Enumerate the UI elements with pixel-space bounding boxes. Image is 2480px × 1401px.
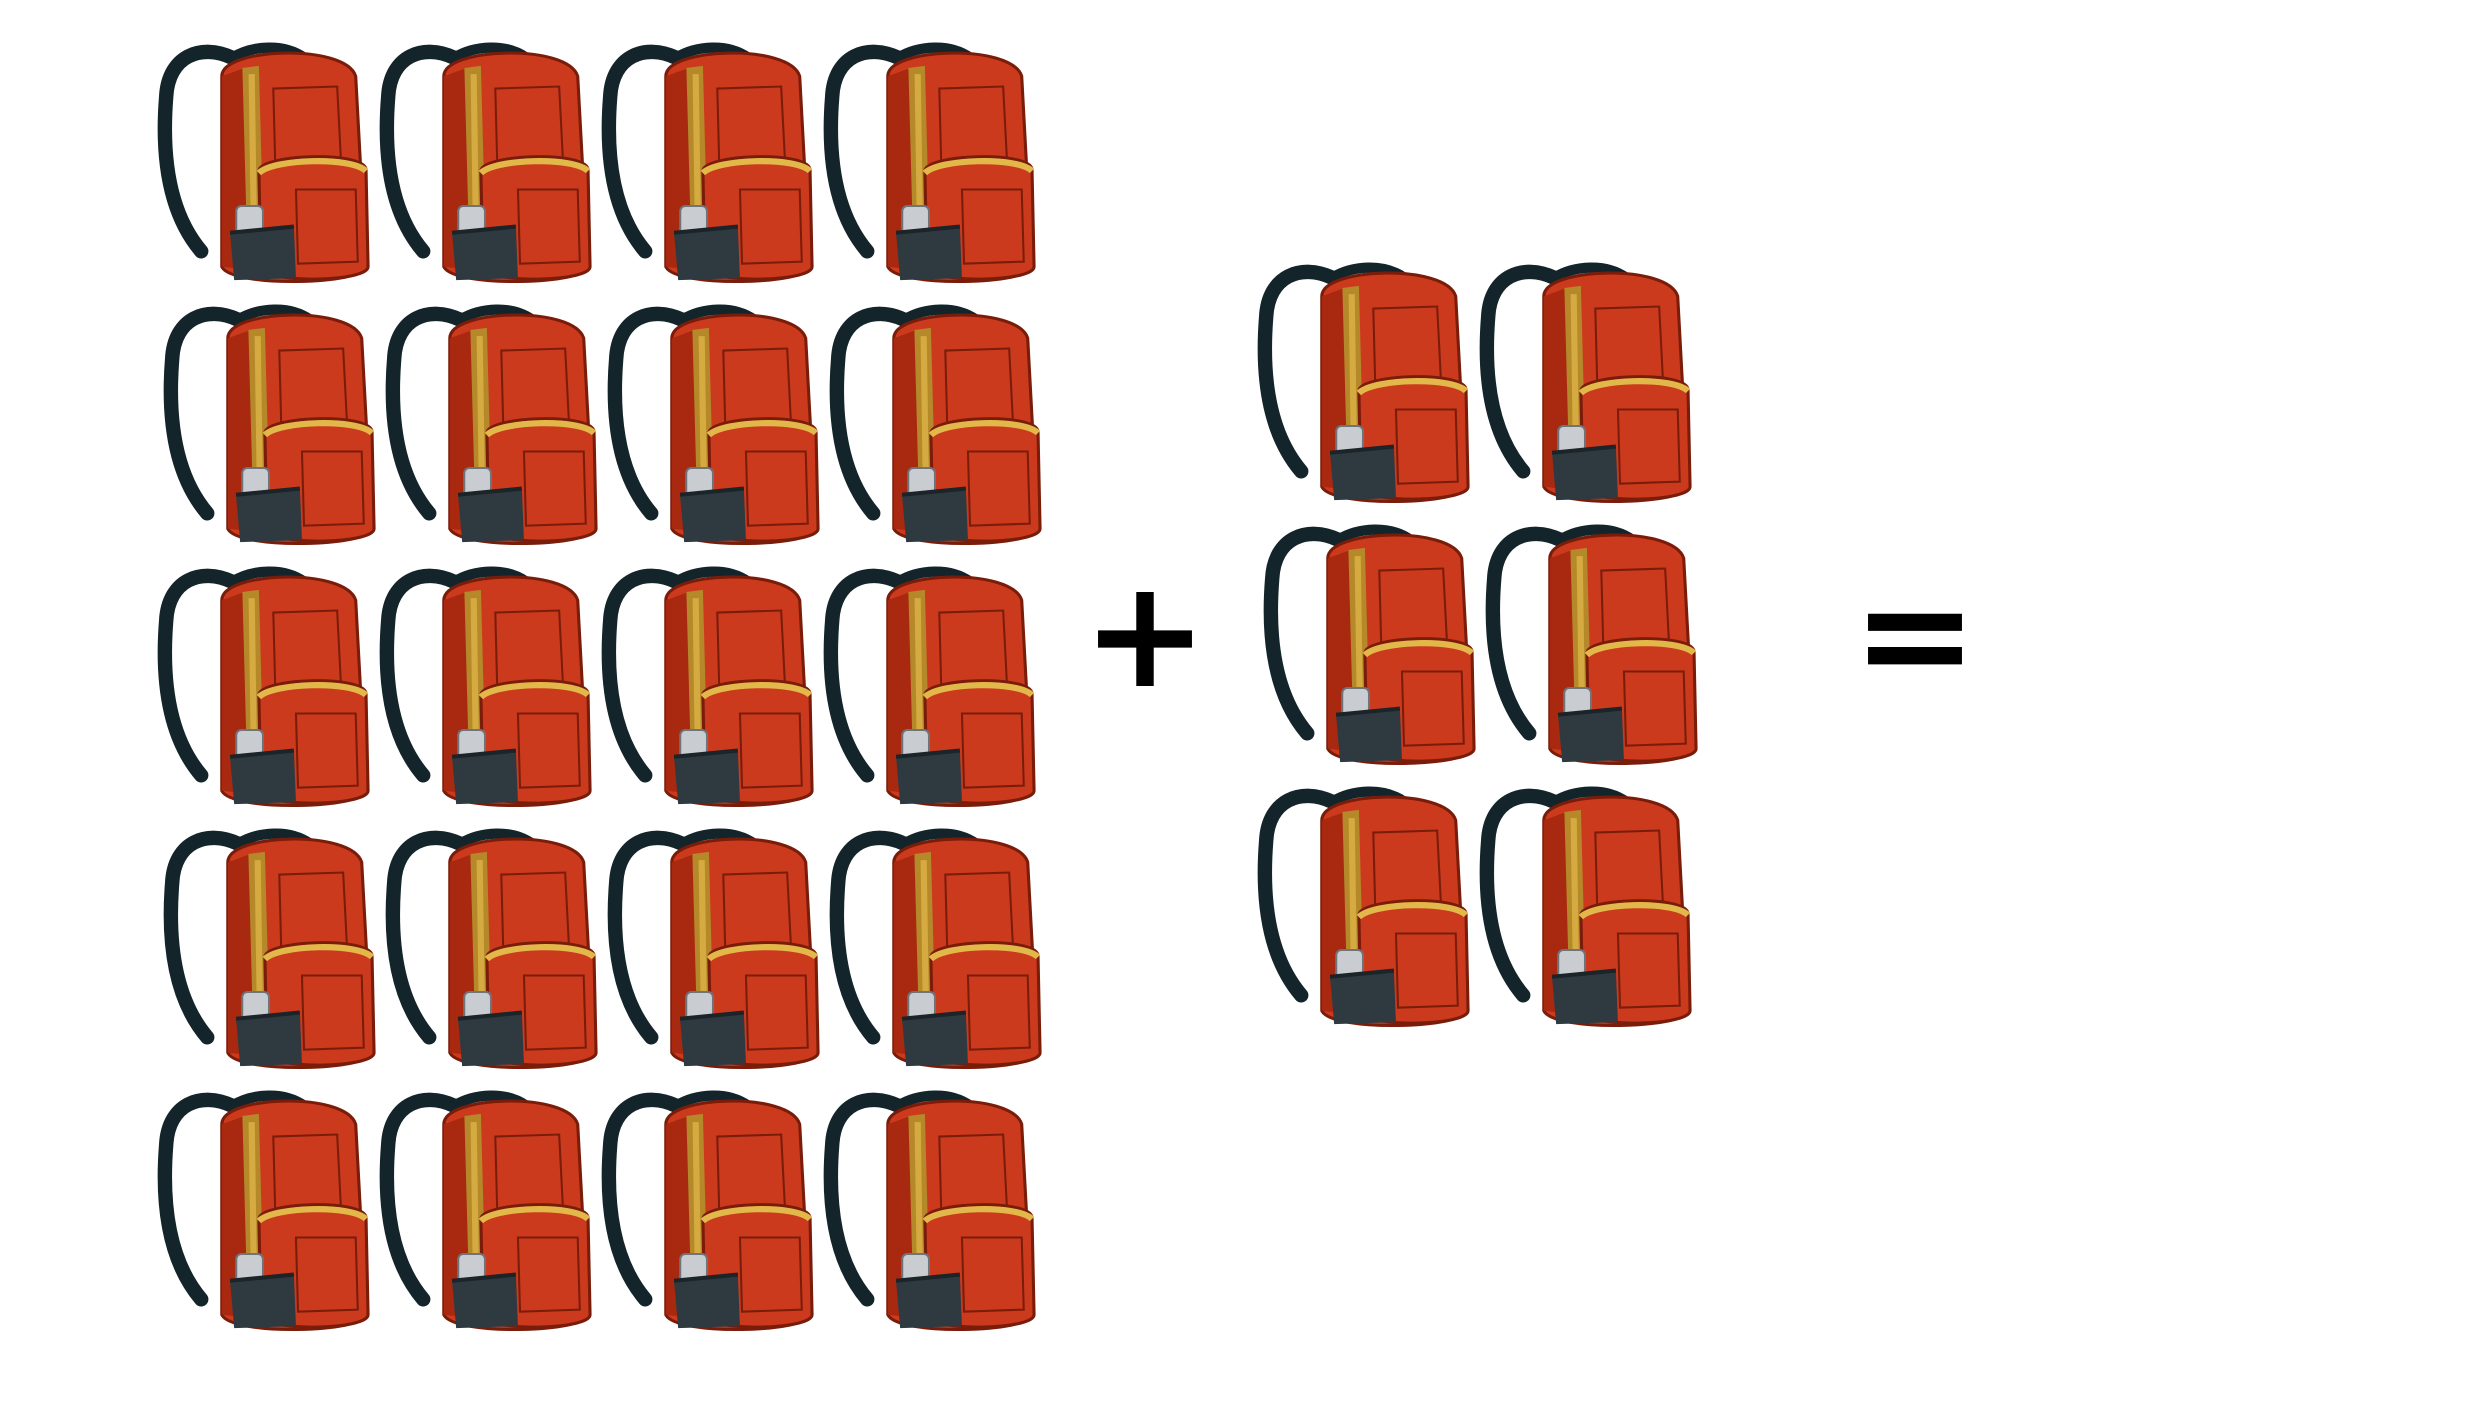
group-a-backpack-icon	[831, 1096, 1034, 1330]
group-a-backpack-icon	[171, 834, 374, 1068]
plus-sign: +	[1082, 548, 1208, 722]
group-a-backpack-icon	[393, 310, 596, 544]
group-a-backpack-icon	[831, 48, 1034, 282]
group-a-backpack-icon	[387, 48, 590, 282]
group-b-backpack-icon	[1493, 530, 1696, 764]
group-a-backpack-icon	[387, 1096, 590, 1330]
group-a-backpack-icon	[837, 310, 1040, 544]
group-b-backpack-icon	[1265, 792, 1468, 1026]
group-a-backpack-icon	[171, 310, 374, 544]
group-a-backpack-icon	[393, 834, 596, 1068]
backpack-icons-layer	[165, 48, 1696, 1330]
group-a-backpack-icon	[615, 310, 818, 544]
group-b-backpack-icon	[1487, 268, 1690, 502]
equals-sign: =	[1852, 548, 1978, 722]
group-a-backpack-icon	[609, 48, 812, 282]
group-b-backpack-icon	[1265, 268, 1468, 502]
group-a-backpack-icon	[831, 572, 1034, 806]
answer-blank	[2020, 580, 2320, 700]
group-b-backpack-icon	[1487, 792, 1690, 1026]
group-a-backpack-icon	[165, 48, 368, 282]
group-a-backpack-icon	[609, 1096, 812, 1330]
group-b-backpack-icon	[1271, 530, 1474, 764]
group-a-backpack-icon	[615, 834, 818, 1068]
group-a-backpack-icon	[165, 572, 368, 806]
group-a-backpack-icon	[609, 572, 812, 806]
group-a-backpack-icon	[837, 834, 1040, 1068]
group-a-backpack-icon	[165, 1096, 368, 1330]
group-a-backpack-icon	[387, 572, 590, 806]
